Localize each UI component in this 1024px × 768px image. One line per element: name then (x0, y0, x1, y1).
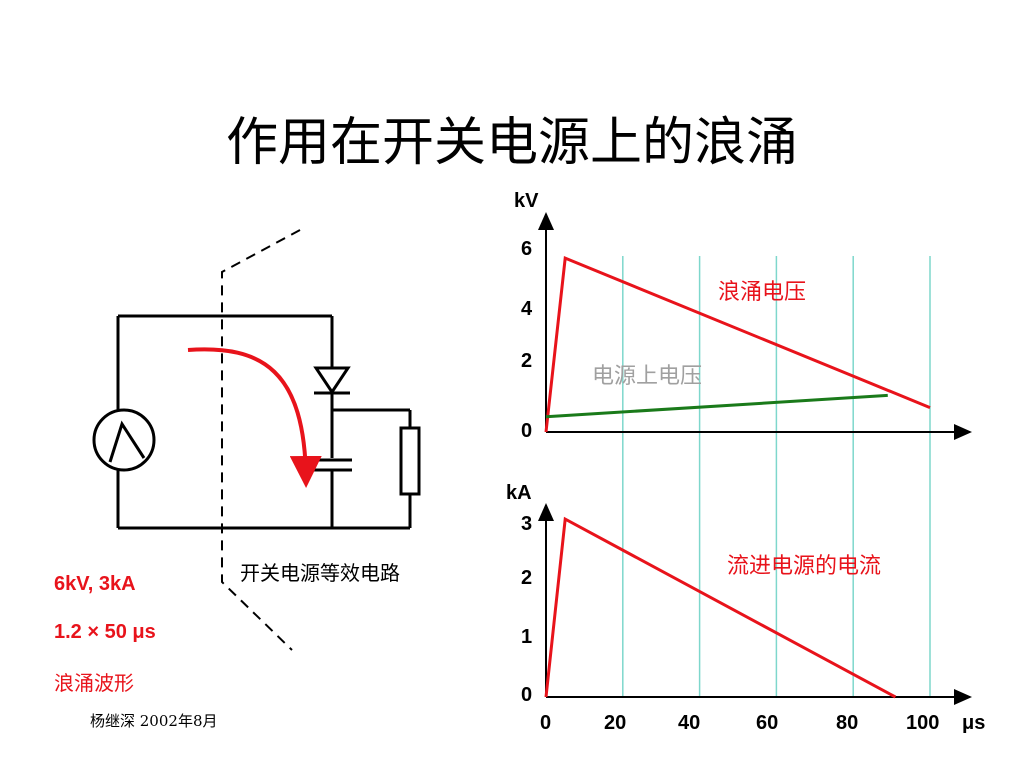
slide-title: 作用在开关电源上的浪涌 (225, 113, 798, 173)
footer-author-date: 杨继深 2002年8月 (90, 712, 218, 730)
current-axis-unit: kA (506, 482, 532, 504)
current-tick-3: 3 (521, 513, 533, 535)
current-series-line-0 (544, 516, 897, 699)
x-tick-40: 40 (678, 712, 701, 734)
boundary-dashed-line (221, 229, 301, 651)
surge-current-arrow (187, 347, 322, 488)
current-chart-axes (538, 503, 972, 705)
voltage-series-line-0 (544, 256, 931, 433)
current-label: 流进电源的电流 (727, 554, 882, 579)
supply-voltage-label: 电源上电压 (592, 364, 703, 389)
x-tick-80: 80 (836, 712, 859, 734)
x-tick-20: 20 (604, 712, 627, 734)
voltage-tick-4: 4 (521, 298, 533, 320)
diode-icon (313, 366, 351, 395)
grid-lines (622, 256, 931, 697)
surge-waveform-icon (108, 420, 146, 463)
current-tick-1: 1 (521, 626, 533, 648)
x-tick-100: 100 (906, 712, 940, 734)
voltage-tick-6: 6 (521, 238, 533, 260)
resistor-icon (399, 426, 421, 496)
equivalent-circuit (92, 229, 421, 651)
surge-spec-caption: 浪涌波形 (54, 671, 134, 695)
current-tick-0: 0 (521, 684, 533, 706)
series-layer (544, 256, 931, 699)
circuit-caption: 开关电源等效电路 (240, 561, 400, 585)
voltage-axis-unit: kV (514, 190, 539, 212)
x-tick-60: 60 (756, 712, 779, 734)
voltage-chart-axes (538, 212, 972, 440)
surge-spec-waveform-time: 1.2 × 50 μs (54, 621, 156, 643)
voltage-series-line-1 (545, 393, 888, 419)
surge-source-icon (92, 408, 156, 472)
voltage-tick-2: 2 (521, 350, 533, 372)
x-tick-0: 0 (540, 712, 552, 734)
current-tick-2: 2 (521, 567, 533, 589)
x-axis-unit: μs (962, 712, 986, 734)
voltage-tick-0: 0 (521, 420, 533, 442)
surge-voltage-label: 浪涌电压 (718, 280, 807, 305)
surge-spec-amplitude: 6kV, 3kA (54, 573, 136, 595)
